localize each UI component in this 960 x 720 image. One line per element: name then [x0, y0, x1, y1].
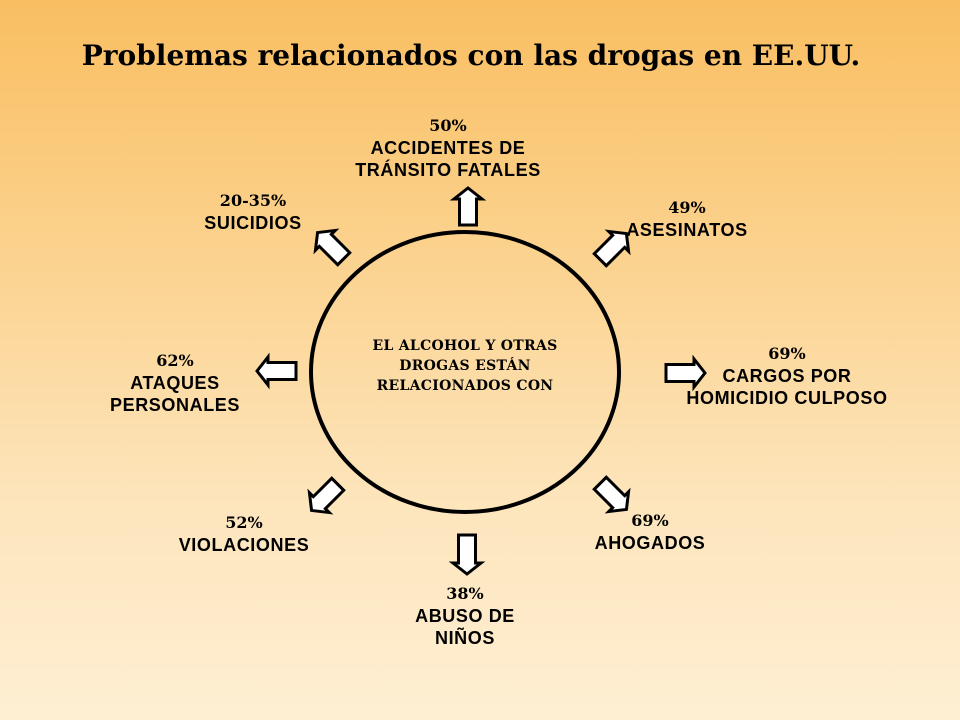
label-text: ATAQUES — [130, 373, 220, 393]
label-text: HOMICIDIO CULPOSO — [686, 388, 888, 408]
label-violaciones: 52% VIOLACIONES — [179, 512, 310, 556]
label-text: CARGOS POR — [722, 366, 852, 386]
label-percent: 50% — [429, 116, 467, 135]
label-percent: 49% — [668, 198, 706, 217]
label-percent: 38% — [446, 584, 484, 603]
label-text: NIÑOS — [434, 628, 495, 648]
arrow-right-icon — [664, 354, 707, 392]
arrow-up-icon — [449, 186, 487, 227]
arrow-left-icon — [255, 352, 298, 390]
center-text-line: DROGAS ESTÁN — [399, 358, 531, 374]
center-text-line: RELACIONADOS CON — [376, 378, 554, 394]
label-text: VIOLACIONES — [178, 535, 310, 555]
label-percent: 69% — [768, 344, 806, 363]
arrow-up-left-icon — [313, 228, 352, 267]
label-suicidios: 20-35% SUICIDIOS — [204, 190, 301, 234]
slide-title: Problemas relacionados con las drogas en… — [81, 39, 861, 72]
label-text: PERSONALES — [109, 395, 241, 415]
center-text: EL ALCOHOL Y OTRAS DROGAS ESTÁN RELACION… — [335, 336, 595, 396]
label-text: SUICIDIOS — [204, 213, 302, 233]
label-accidentes: 50% ACCIDENTES DE TRÁNSITO FATALES — [355, 115, 541, 181]
label-percent: 62% — [156, 351, 194, 370]
arrow-down-left-icon — [307, 476, 346, 515]
label-percent: 69% — [631, 511, 669, 530]
label-percent: 20-35% — [219, 191, 287, 210]
label-percent: 52% — [225, 513, 263, 532]
center-circle — [309, 230, 621, 514]
label-ataques-personales: 62% ATAQUES PERSONALES — [110, 350, 240, 416]
label-text: TRÁNSITO FATALES — [355, 160, 541, 180]
label-text: AHOGADOS — [594, 533, 706, 553]
label-homicidio-culposo: 69% CARGOS POR HOMICIDIO CULPOSO — [686, 343, 887, 409]
center-text-line: EL ALCOHOL Y OTRAS — [372, 338, 558, 354]
label-text: ABUSO DE — [415, 606, 515, 626]
label-abuso-ninos: 38% ABUSO DE NIÑOS — [415, 583, 515, 649]
label-ahogados: 69% AHOGADOS — [595, 510, 706, 554]
label-asesinatos: 49% ASESINATOS — [626, 197, 747, 241]
arrow-down-icon — [448, 533, 486, 576]
arrow-up-right-icon — [592, 229, 631, 268]
arrow-down-right-icon — [592, 475, 631, 514]
label-text: ASESINATOS — [626, 220, 748, 240]
label-text: ACCIDENTES DE — [370, 138, 526, 158]
